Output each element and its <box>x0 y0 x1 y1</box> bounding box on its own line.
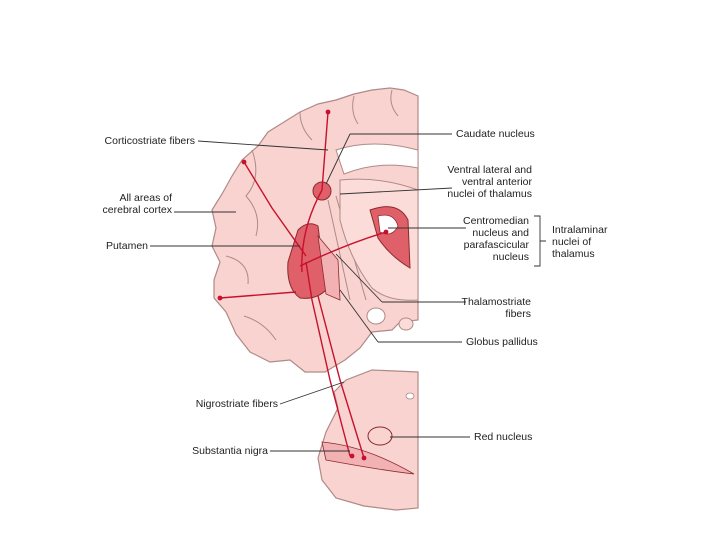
corticostriate-fiber <box>243 161 307 257</box>
nigrostriate-fiber <box>305 261 351 457</box>
label-putamen: Putamen <box>105 240 148 252</box>
label-all-areas-cerebral-cortex: All areas of cerebral cortex <box>102 192 172 216</box>
label-intralaminar-nuclei: Intralaminar nuclei of thalamus <box>552 224 608 260</box>
substantia-nigra-shape <box>321 441 415 475</box>
label-ventral-lateral-anterior: Ventral lateral and ventral anterior nuc… <box>447 164 532 200</box>
aqueduct <box>405 392 415 400</box>
fibers <box>219 111 387 459</box>
label-thalamostriate-fibers: Thalamostriate fibers <box>461 296 531 320</box>
label-centromedian-parafascicular: Centromedian nucleus and parafascicular … <box>463 215 529 263</box>
label-nigrostriate-fibers: Nigrostriate fibers <box>195 398 278 410</box>
corticostriate-fiber <box>321 111 329 191</box>
label-caudate-nucleus: Caudate nucleus <box>456 128 535 140</box>
label-substantia-nigra: Substantia nigra <box>192 445 268 457</box>
mammillary-body <box>366 307 386 325</box>
putamen-shape <box>287 223 327 299</box>
fiber-endpoints <box>217 109 389 461</box>
thalamostriate-fiber <box>299 231 387 267</box>
red-nucleus-shape <box>367 426 393 446</box>
midbrain <box>317 369 419 511</box>
lateral-ventricle <box>335 143 419 175</box>
intralaminar-bracket <box>534 215 546 267</box>
label-corticostriate-fibers: Corticostriate fibers <box>104 135 195 147</box>
nigrostriate-fiber <box>317 295 365 459</box>
sulcus <box>245 149 259 237</box>
thalamostriate-fiber <box>301 189 323 273</box>
optic-structure <box>398 317 414 331</box>
sulcus <box>243 315 277 341</box>
leader-lines <box>150 133 470 452</box>
label-red-nucleus: Red nucleus <box>474 431 533 443</box>
label-globus-pallidus: Globus pallidus <box>466 336 538 348</box>
sulcus <box>225 255 249 285</box>
corticostriate-fiber <box>219 291 297 299</box>
sulcus <box>352 95 359 125</box>
sulcus <box>390 89 399 117</box>
sulcus <box>299 111 313 141</box>
